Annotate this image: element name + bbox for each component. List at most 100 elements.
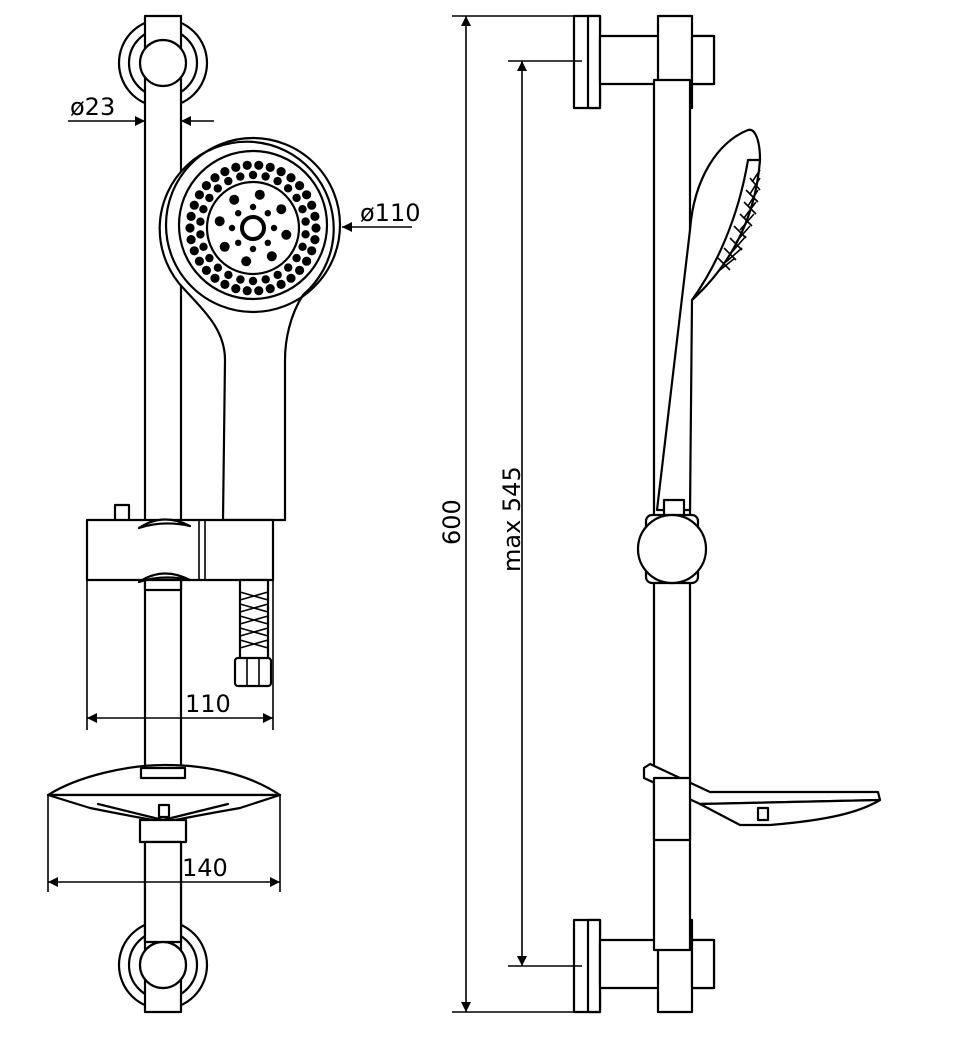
nozzle bbox=[194, 256, 204, 266]
nozzle bbox=[249, 245, 257, 253]
side-soap-dish bbox=[642, 762, 882, 842]
side-view bbox=[572, 14, 882, 1014]
nozzle bbox=[302, 256, 312, 266]
nozzle bbox=[302, 190, 312, 200]
nozzle bbox=[286, 173, 296, 183]
nozzle bbox=[201, 265, 211, 275]
nozzle bbox=[210, 273, 220, 283]
nozzle bbox=[224, 270, 233, 280]
nozzle bbox=[261, 275, 270, 284]
nozzle bbox=[301, 217, 310, 226]
slider-holder bbox=[85, 503, 275, 592]
nozzle bbox=[286, 273, 296, 283]
label-total-height: 600 bbox=[438, 499, 466, 545]
nozzle bbox=[273, 270, 282, 280]
nozzle bbox=[220, 279, 230, 289]
nozzle bbox=[248, 170, 258, 180]
nozzle bbox=[254, 286, 264, 296]
nozzle bbox=[261, 172, 270, 181]
nozzle bbox=[276, 167, 286, 177]
nozzle bbox=[199, 242, 208, 251]
nozzle bbox=[273, 176, 282, 186]
nozzle bbox=[213, 263, 223, 272]
dimension-max-height: max 545 bbox=[498, 60, 582, 967]
nozzle bbox=[295, 265, 305, 275]
front-view bbox=[46, 14, 342, 1014]
nozzle bbox=[210, 173, 220, 183]
side-top-bracket bbox=[572, 14, 716, 110]
side-hand-shower bbox=[655, 128, 762, 512]
nozzle bbox=[254, 160, 264, 170]
nozzle bbox=[214, 216, 225, 227]
nozzle bbox=[248, 276, 258, 286]
nozzle bbox=[205, 193, 214, 203]
nozzle bbox=[254, 189, 265, 200]
nozzle bbox=[235, 210, 242, 217]
label-max-height: max 545 bbox=[498, 466, 526, 572]
soap-dish bbox=[46, 763, 282, 844]
nozzle bbox=[189, 246, 199, 256]
nozzle bbox=[196, 217, 205, 226]
label-holder-width: 110 bbox=[185, 690, 231, 718]
shower-hose bbox=[233, 578, 273, 688]
nozzle bbox=[298, 205, 307, 214]
dimension-holder-width: 110 bbox=[86, 580, 274, 730]
nozzle bbox=[213, 184, 222, 193]
nozzle bbox=[235, 239, 242, 246]
nozzle bbox=[295, 181, 305, 191]
nozzle bbox=[242, 160, 252, 170]
inner-nozzle-ring bbox=[228, 203, 278, 253]
nozzle bbox=[231, 284, 241, 294]
nozzle bbox=[264, 210, 271, 217]
nozzle bbox=[186, 211, 196, 221]
nozzle bbox=[310, 235, 320, 245]
side-slider-holder bbox=[636, 498, 708, 585]
nozzle bbox=[283, 184, 293, 193]
dimension-soap-dish-width: 140 bbox=[47, 795, 281, 892]
nozzle bbox=[186, 235, 196, 245]
dimension-total-height: 600 bbox=[438, 15, 600, 1013]
nozzle bbox=[270, 224, 278, 232]
label-head-diameter: ø110 bbox=[360, 199, 421, 227]
dimension-bar-diameter: ø23 bbox=[68, 93, 214, 126]
nozzle bbox=[236, 275, 245, 284]
nozzle bbox=[242, 286, 252, 296]
nozzle bbox=[194, 190, 204, 200]
side-bottom-bracket bbox=[572, 918, 716, 1014]
nozzle bbox=[264, 239, 271, 246]
dimension-head-diameter: ø110 bbox=[342, 199, 421, 232]
outer-nozzle-ring bbox=[185, 160, 321, 296]
nozzle bbox=[201, 181, 211, 191]
nozzle bbox=[311, 223, 321, 233]
nozzle bbox=[301, 230, 310, 239]
nozzle bbox=[249, 203, 257, 211]
nozzle bbox=[185, 223, 195, 233]
hand-shower bbox=[158, 136, 342, 522]
nozzle bbox=[276, 204, 287, 215]
nozzle bbox=[236, 172, 245, 181]
nozzle bbox=[189, 200, 199, 210]
nozzle bbox=[276, 279, 286, 289]
nozzle bbox=[196, 230, 205, 239]
nozzle bbox=[241, 256, 252, 267]
nozzle bbox=[310, 211, 320, 221]
nozzle bbox=[298, 242, 307, 251]
nozzle bbox=[284, 263, 293, 272]
nozzle bbox=[307, 246, 317, 256]
nozzle bbox=[228, 224, 236, 232]
nozzle bbox=[199, 205, 208, 214]
label-soap-dish-width: 140 bbox=[182, 854, 228, 882]
nozzle bbox=[219, 241, 230, 252]
nozzle bbox=[292, 253, 301, 263]
nozzle bbox=[266, 251, 277, 262]
label-bar-diameter: ø23 bbox=[70, 93, 115, 121]
nozzle bbox=[231, 162, 241, 172]
nozzle bbox=[292, 193, 301, 203]
nozzle bbox=[220, 167, 230, 177]
nozzle bbox=[265, 162, 275, 172]
nozzle bbox=[281, 229, 292, 240]
nozzle bbox=[205, 253, 214, 263]
nozzle bbox=[307, 200, 317, 210]
middle-nozzle-ring bbox=[214, 189, 292, 267]
